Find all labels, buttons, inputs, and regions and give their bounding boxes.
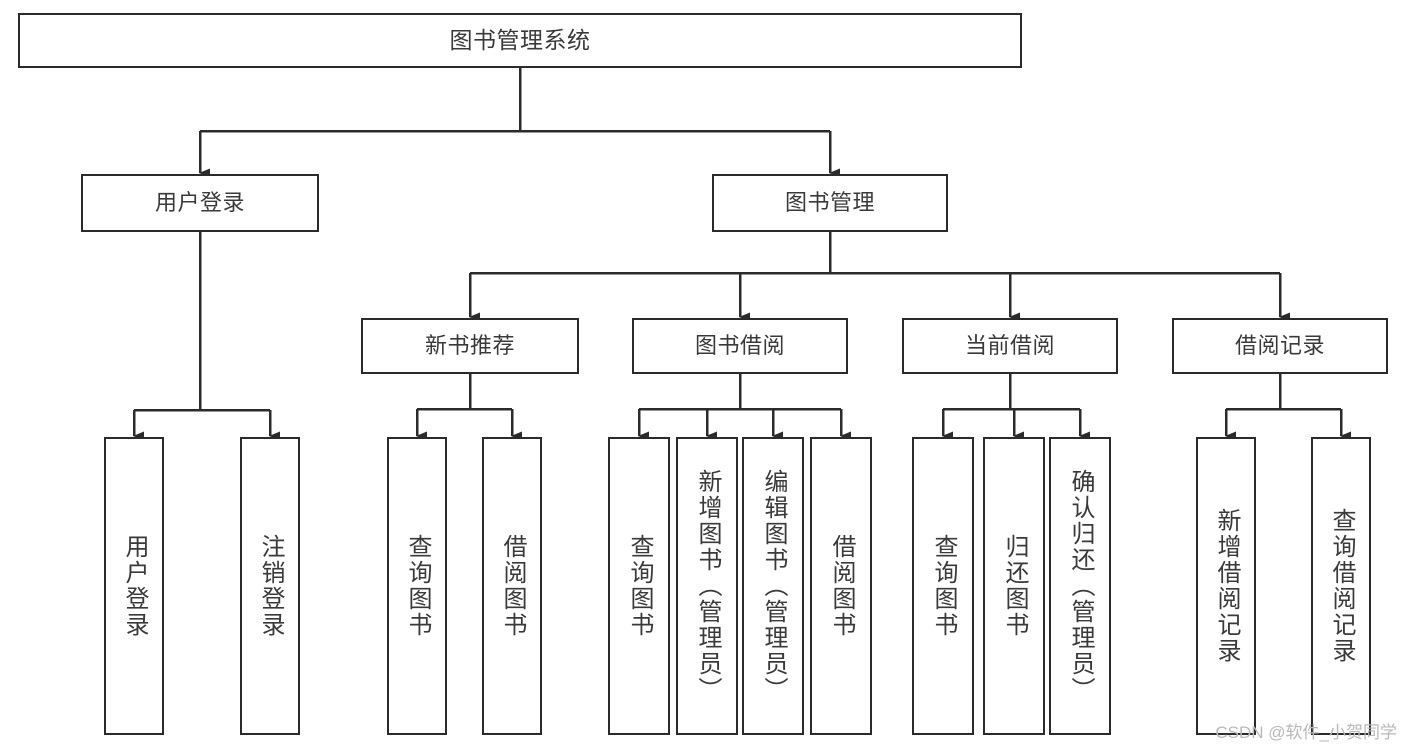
node-label: 用户登录	[121, 534, 148, 638]
node-label: 当前借阅	[964, 333, 1055, 359]
node-leaf-nb-query: 查询图书	[387, 437, 447, 735]
node-label: 查询借阅记录	[1328, 508, 1355, 664]
edge-layer	[132, 68, 1351, 441]
node-label: 借阅图书	[828, 534, 855, 638]
node-leaf-cb-return: 归还图书	[983, 437, 1045, 735]
node-label: 图书借阅	[694, 333, 785, 359]
node-label: 新增借阅记录	[1213, 508, 1240, 664]
node-label: 新增图书（管理员）	[694, 469, 721, 703]
node-label: 新书推荐	[424, 333, 515, 359]
node-book-borrow: 图书借阅	[632, 318, 848, 374]
node-label: 注销登录	[257, 534, 284, 638]
node-label: 查询图书	[626, 534, 653, 638]
node-new-book-rec: 新书推荐	[361, 318, 579, 374]
node-label: 图书管理系统	[449, 27, 591, 54]
node-label: 图书管理	[784, 190, 875, 216]
node-current-borrow: 当前借阅	[902, 318, 1118, 374]
node-borrow-record: 借阅记录	[1172, 318, 1388, 374]
node-label: 确认归还（管理员）	[1067, 469, 1094, 703]
node-leaf-bb-add: 新增图书（管理员）	[676, 437, 738, 735]
node-label: 借阅图书	[499, 534, 526, 638]
node-leaf-cb-query: 查询图书	[912, 437, 974, 735]
node-root: 图书管理系统	[18, 13, 1022, 68]
node-leaf-bb-edit: 编辑图书（管理员）	[742, 437, 804, 735]
node-leaf-bb-query: 查询图书	[608, 437, 670, 735]
node-book-manage: 图书管理	[712, 174, 948, 232]
node-leaf-br-add: 新增借阅记录	[1196, 437, 1256, 735]
node-user-login: 用户登录	[81, 174, 319, 232]
node-leaf-user-logout: 注销登录	[240, 437, 300, 735]
node-leaf-cb-confirm: 确认归还（管理员）	[1049, 437, 1111, 735]
node-label: 归还图书	[1001, 534, 1028, 638]
node-leaf-nb-borrow: 借阅图书	[482, 437, 542, 735]
node-label: 借阅记录	[1234, 333, 1325, 359]
node-label: 查询图书	[930, 534, 957, 638]
node-label: 用户登录	[154, 190, 245, 216]
node-leaf-bb-borrow: 借阅图书	[810, 437, 872, 735]
node-label: 查询图书	[404, 534, 431, 638]
node-label: 编辑图书（管理员）	[760, 469, 787, 703]
node-leaf-user-login: 用户登录	[104, 437, 164, 735]
node-leaf-br-query: 查询借阅记录	[1311, 437, 1371, 735]
